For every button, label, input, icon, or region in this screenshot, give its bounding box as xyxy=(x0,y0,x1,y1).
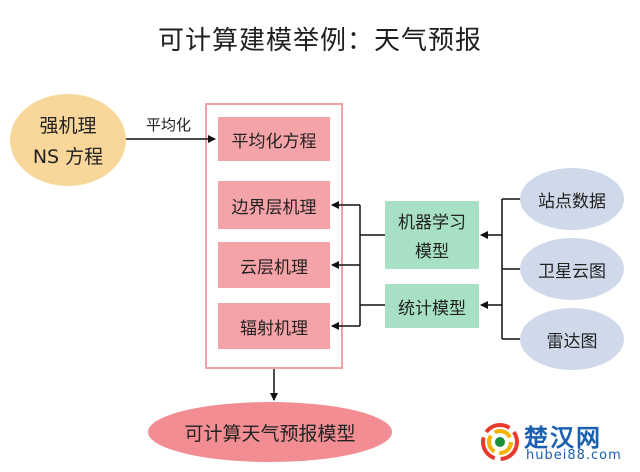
process-box-cloud-layer: 云层机理 xyxy=(218,242,330,288)
ns-equation-line1: 强机理 xyxy=(39,115,97,137)
data-source-radar: 雷达图 xyxy=(520,308,624,370)
averaging-edge-label: 平均化 xyxy=(146,116,192,134)
machine-learning-box: 机器学习 模型 xyxy=(385,201,479,269)
process-box-radiation: 辐射机理 xyxy=(218,303,330,349)
data-source-station: 站点数据 xyxy=(520,168,624,230)
page-title: 可计算建模举例：天气预报 xyxy=(157,26,482,56)
watermark: 楚汉网 hubei88.com xyxy=(480,418,636,468)
ns-equation-line2: NS 方程 xyxy=(32,146,104,168)
statistical-model-box: 统计模型 xyxy=(385,284,479,328)
machine-learning-line2: 模型 xyxy=(415,242,449,262)
watermark-url: hubei88.com xyxy=(526,448,622,463)
data-source-satellite: 卫星云图 xyxy=(520,238,624,300)
watermark-cn: 楚汉网 xyxy=(524,424,602,452)
ns-equation-node: 强机理 NS 方程 xyxy=(10,94,126,186)
machine-learning-line1: 机器学习 xyxy=(398,213,466,233)
watermark-logo-icon xyxy=(481,423,519,461)
output-forecast-model-node: 可计算天气预报模型 xyxy=(148,402,392,462)
process-box-boundary-layer: 边界层机理 xyxy=(218,181,330,229)
process-box-averaged-equation: 平均化方程 xyxy=(218,117,330,161)
